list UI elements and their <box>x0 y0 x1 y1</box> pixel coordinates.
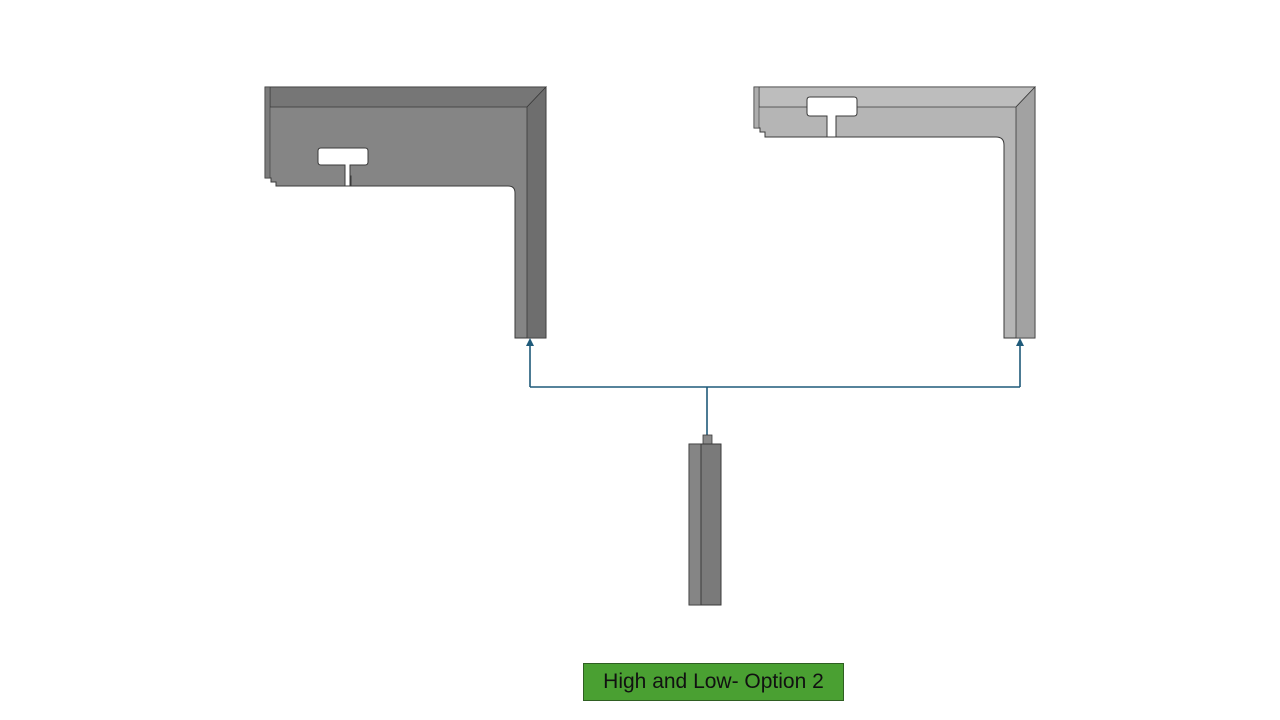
dark-profile-t-slot <box>317 147 369 187</box>
light-profile-face <box>753 86 1036 339</box>
light-profile-t-slot <box>806 96 858 138</box>
left-arrowhead-icon <box>526 338 534 346</box>
option-caption-box: High and Low- Option 2 <box>583 663 844 701</box>
insert-profile <box>688 434 722 606</box>
dark-profile-top-band <box>269 86 547 108</box>
dark-profile-left-strip <box>264 86 271 179</box>
dark-profile-side-band <box>526 85 547 339</box>
light-corner-profile <box>753 85 1036 339</box>
insert-profile-left-face <box>688 443 702 606</box>
light-profile-left-strip <box>753 86 760 129</box>
option-caption-label: High and Low- Option 2 <box>603 670 824 693</box>
dark-profile-face <box>264 86 547 339</box>
light-profile-side-band <box>1015 85 1036 339</box>
light-profile-top-band <box>758 86 1036 108</box>
right-arrowhead-icon <box>1016 338 1024 346</box>
dark-corner-profile <box>264 85 547 339</box>
connector-arrows <box>529 342 1021 437</box>
